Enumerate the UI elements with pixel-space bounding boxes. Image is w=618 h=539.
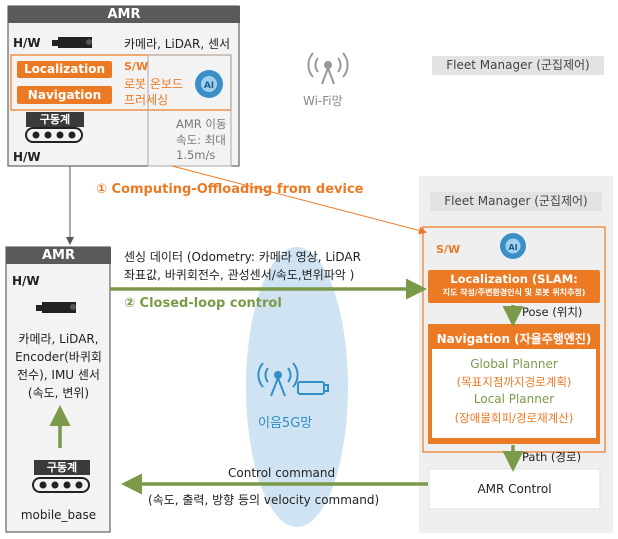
sensor-line-3: 전수), IMU 센서 <box>17 368 100 382</box>
offloading-arrow <box>171 165 427 235</box>
amr-bottom-title: AMR <box>6 247 111 264</box>
offloading-label: ① Computing-Offloading from device <box>96 182 364 197</box>
navigation-engine-title: Navigation (자율주행엔진) <box>436 332 592 346</box>
amr-control-label: AMR Control <box>477 482 552 496</box>
slam-title: Localization (SLAM: <box>450 272 578 286</box>
slam-desc: 지도 작성/주변환경인식 및 로봇 위치추정) <box>442 288 586 297</box>
hw-label: H/W <box>13 36 41 50</box>
speed-line-3: 1.5m/s <box>176 148 216 162</box>
ai-head-icon: AI <box>195 70 223 98</box>
sensing-data-line-2: 좌표값, 바퀴회전수, 관성센서/속도,변위파악 ) <box>124 268 355 282</box>
sensor-line-2: Encoder(바퀴회 <box>15 350 102 364</box>
fleet-manager-title: Fleet Manager (군집제어) <box>430 192 602 211</box>
global-planner-desc: (목표지점까지경로계획) <box>456 375 572 389</box>
onboard-text: 로봇 온보드 <box>124 77 184 91</box>
5g-network-label: 이음5G망 <box>258 416 313 431</box>
amr-top-title: AMR <box>8 6 240 23</box>
wifi-label: Wi-Fi망 <box>303 94 343 108</box>
amr-control-box <box>428 468 601 510</box>
fleet-manager-top: Fleet Manager (군집제어) <box>432 56 604 75</box>
navigation-module: Navigation <box>17 86 112 104</box>
closed-loop-label: ② Closed-loop control <box>124 296 282 311</box>
mobile-base-label: mobile_base <box>20 508 97 522</box>
drive-system-label: 구동계 <box>26 112 84 127</box>
local-planner: Local Planner <box>473 392 555 406</box>
global-planner: Global Planner <box>470 357 558 371</box>
processing-text: 프러세싱 <box>124 93 169 107</box>
ai-head-icon: AI <box>500 233 526 259</box>
control-command-desc: (속도, 출력, 방향 등의 velocity command) <box>148 493 380 507</box>
localization-module: Localization <box>17 61 112 78</box>
camera-icon <box>52 37 92 48</box>
local-planner-desc: (장애물회피/경로재계산) <box>454 411 574 425</box>
wheels-icon <box>32 477 90 493</box>
sw-label: S/W <box>124 60 149 73</box>
camera-icon <box>36 302 76 313</box>
drive-system-label: 구동계 <box>34 460 90 475</box>
speed-line-1: AMR 이동 <box>176 117 227 131</box>
hw-label: H/W <box>12 274 40 288</box>
planner-inner-box <box>432 349 596 438</box>
speed-box <box>147 54 232 167</box>
sensing-data-line-1: 센싱 데이터 (Odometry: 카메라 영상, LiDAR <box>124 250 361 264</box>
sensor-line-1: 카메라, LiDAR, <box>18 332 99 346</box>
pose-label: Pose (위치) <box>522 305 583 319</box>
sensor-line-4: (속도, 변위) <box>27 386 90 400</box>
svg-text:AI: AI <box>508 243 517 252</box>
path-label: Path (경로) <box>522 450 582 464</box>
svg-text:AI: AI <box>204 81 214 91</box>
5g-antenna-icon <box>257 362 329 397</box>
slam-module: Localization (SLAM: 지도 작성/주변환경인식 및 로봇 위치… <box>428 270 600 303</box>
sensor-list: 카메라, LiDAR, 센서 <box>124 37 231 51</box>
control-command-label: Control command <box>228 466 336 480</box>
sw-label: S/W <box>436 243 461 256</box>
wifi-antenna-icon <box>307 52 349 85</box>
speed-line-2: 속도: 최대 <box>176 133 226 147</box>
hw-label-bottom: H/W <box>13 150 41 164</box>
wheels-icon <box>25 127 83 143</box>
